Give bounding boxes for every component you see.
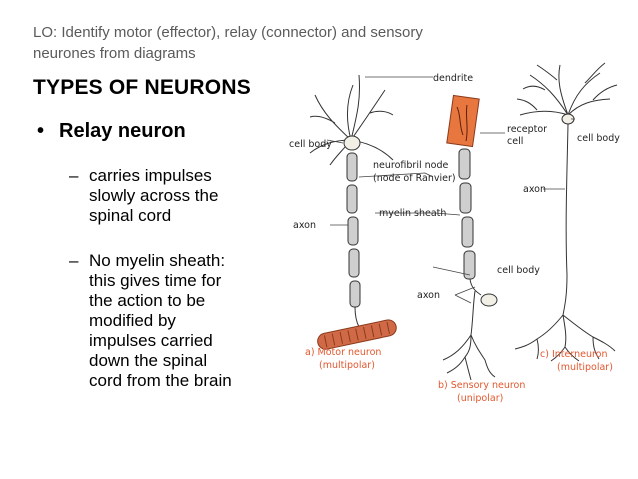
sensory-neuron — [442, 94, 498, 381]
bullet-marker: • — [37, 120, 45, 142]
learning-objective: LO: Identify motor (effector), relay (co… — [33, 22, 593, 64]
motor-neuron — [309, 74, 397, 350]
sub-line: slowly across the — [89, 186, 219, 205]
interneuron — [514, 62, 618, 362]
neuron-diagram: dendrite cell body receptor cell cell bo… — [289, 62, 620, 404]
sub-line: impulses carried — [89, 331, 213, 350]
label-axon-right: axon — [523, 184, 546, 195]
receptor-cell — [446, 94, 480, 148]
sub-line: modified by — [89, 311, 176, 330]
dash-marker: – — [69, 166, 79, 185]
caption-motor-line1: a) Motor neuron — [305, 347, 381, 358]
slide-title: TYPES OF NEURONS — [33, 76, 251, 99]
caption-sensory-line2: (unipolar) — [457, 393, 503, 404]
objective-line-2: neurones from diagrams — [33, 45, 196, 62]
caption-inter-line1: c) Interneuron — [540, 349, 608, 360]
sub-line: No myelin sheath: — [89, 251, 226, 270]
bullet-heading: • Relay neuron — [37, 120, 186, 143]
label-node-line1: neurofibril node — [373, 160, 448, 171]
label-cell-body-left: cell body — [289, 139, 332, 150]
sub-line: cord from the brain — [89, 371, 232, 390]
sub-line: down the spinal — [89, 351, 208, 370]
objective-line-1: LO: Identify motor (effector), relay (co… — [33, 24, 423, 41]
label-cell-body-right: cell body — [577, 133, 620, 144]
dash-marker: – — [69, 251, 79, 270]
caption-inter-line2: (multipolar) — [557, 362, 613, 373]
label-dendrite: dendrite — [433, 73, 473, 84]
label-receptor-line2: cell — [507, 136, 523, 147]
sub-line: spinal cord — [89, 206, 172, 225]
label-myelin-sheath: myelin sheath — [379, 208, 446, 219]
label-receptor-line1: receptor — [507, 124, 547, 135]
label-node-line2: (node of Ranvier) — [373, 173, 456, 184]
sub-line: the action to be — [89, 291, 206, 310]
caption-motor-line2: (multipolar) — [319, 360, 375, 371]
label-cell-body-mid: cell body — [497, 265, 540, 276]
leader-lines — [326, 76, 575, 304]
caption-sensory-line1: b) Sensory neuron — [438, 380, 525, 391]
sub-line: carries impulses — [89, 166, 212, 185]
label-axon-left: axon — [293, 220, 316, 231]
label-axon-mid: axon — [417, 290, 440, 301]
bullet-text: Relay neuron — [59, 120, 186, 142]
muscle-fibre — [317, 319, 397, 350]
sub-line: this gives time for — [89, 271, 222, 290]
